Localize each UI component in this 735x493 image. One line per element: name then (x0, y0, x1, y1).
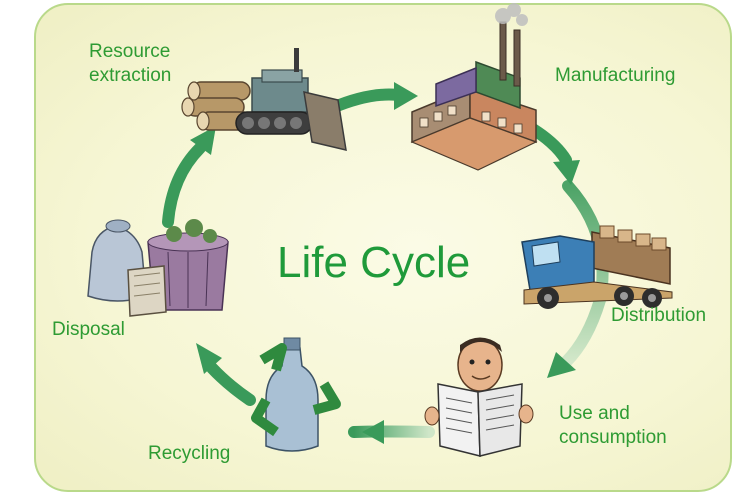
arrow-recycling-to-disposal (196, 343, 256, 406)
arrow-extraction-to-manufacturing (326, 82, 418, 114)
stage-label-line: consumption (559, 427, 667, 448)
recycled-bottle-icon (251, 337, 341, 452)
arrow-disposal-to-extraction (162, 126, 216, 228)
stage-label-line: extraction (89, 65, 172, 86)
stage-label-line: Recycling (148, 443, 231, 464)
diagram-title: Life Cycle (277, 238, 471, 287)
stage-label-line: Use and (559, 403, 630, 424)
stage-label-line: Disposal (52, 319, 125, 340)
stage-label-resource-extraction: Resource extraction (89, 40, 171, 88)
stage-label-disposal: Disposal (52, 318, 125, 342)
stage-label-line: Resource (89, 41, 171, 62)
man-reading-newspaper-icon (424, 337, 534, 457)
stage-label-line: Manufacturing (555, 65, 676, 86)
stage-label-line: Distribution (611, 305, 707, 326)
bulldozer-with-logs-icon (181, 48, 347, 151)
stage-label-manufacturing: Manufacturing (555, 64, 675, 88)
stage-label-recycling: Recycling (148, 442, 230, 466)
stage-label-use-and-consumption: Use and consumption (559, 402, 667, 450)
factory-icon (410, 3, 538, 171)
stage-label-distribution: Distribution (611, 304, 706, 328)
garbage-bins-icon (87, 219, 229, 317)
arrow-use-to-recycling (348, 420, 435, 444)
delivery-truck-icon (521, 225, 673, 309)
